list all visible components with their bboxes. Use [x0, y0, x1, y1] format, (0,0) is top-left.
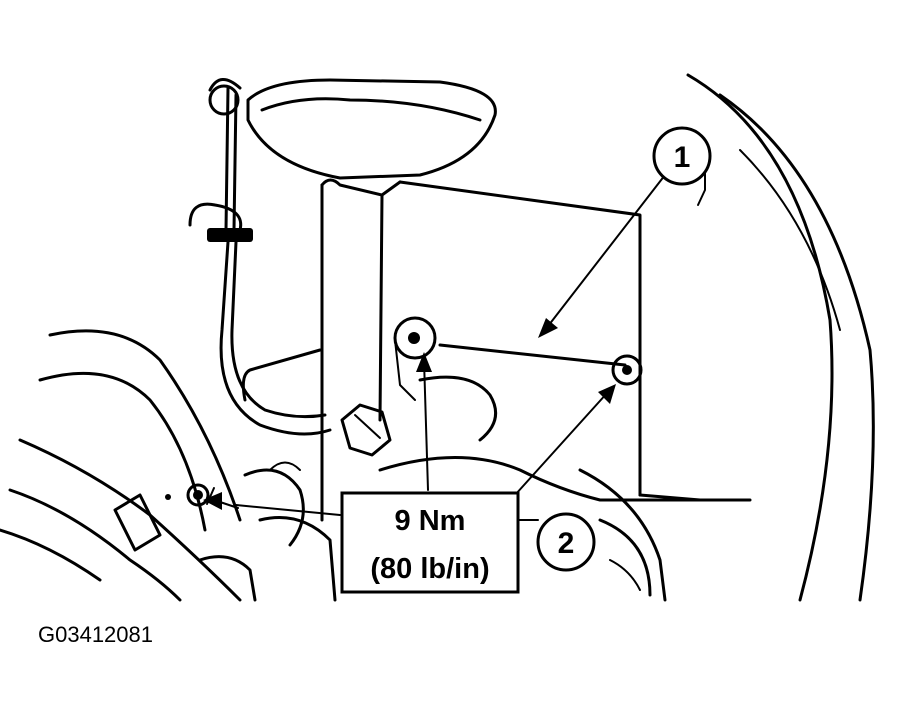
illustration	[0, 73, 875, 602]
torque-spec-box	[340, 491, 520, 594]
figure-id: G03412081	[38, 622, 153, 647]
callout-2-number: 2	[558, 527, 575, 560]
callout-2-circle	[536, 512, 596, 572]
callout-2: 2	[536, 512, 596, 572]
callout-1-number: 1	[674, 141, 691, 174]
callout-1: 1	[652, 126, 712, 186]
torque-value-imperial: (80 lb/in)	[370, 553, 489, 585]
torque-spec-callout: 9 Nm (80 lb/in)	[340, 491, 520, 594]
callout-1-circle	[652, 126, 712, 186]
torque-value-metric: 9 Nm	[395, 505, 466, 537]
